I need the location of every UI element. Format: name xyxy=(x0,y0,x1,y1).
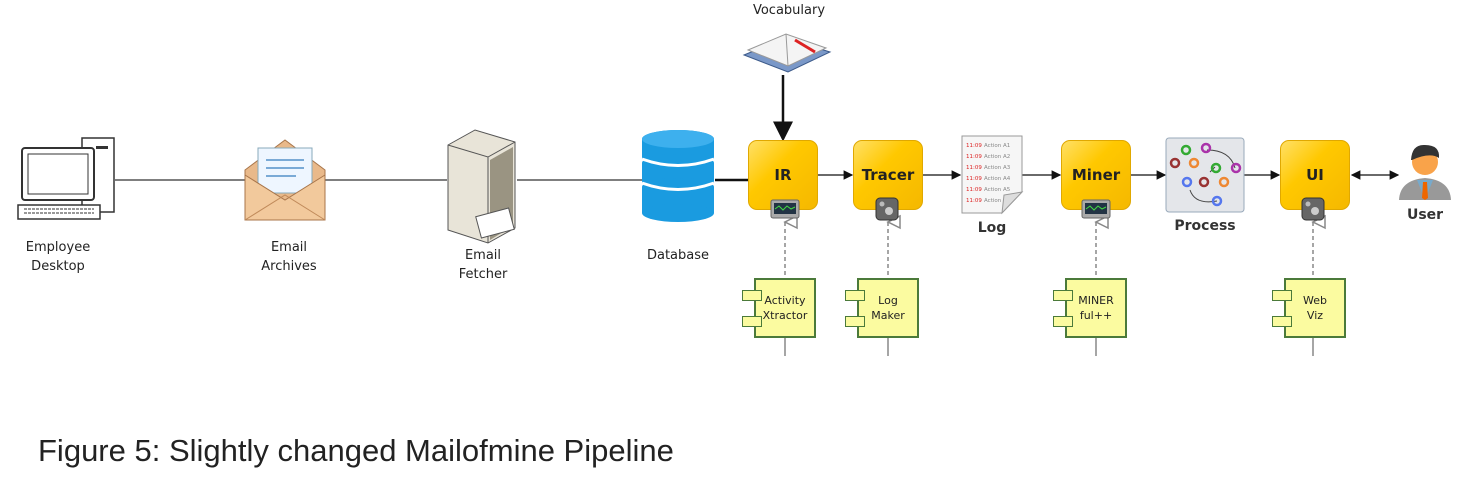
stage-ir-label: IR xyxy=(774,166,792,184)
figure-caption: Figure 5: Slightly changed Mailofmine Pi… xyxy=(38,433,674,468)
component-label: Activity Xtractor xyxy=(762,294,808,322)
desktop-computer-icon xyxy=(17,137,115,220)
log-line-time: 11:09 xyxy=(966,165,982,171)
log-line-time: 11:09 xyxy=(966,187,982,193)
log-line-text: Action A4 xyxy=(984,176,1011,182)
component-minerful: MINER ful++ xyxy=(1053,278,1127,338)
vocabulary-book-icon xyxy=(742,33,832,73)
log-line-time: 11:09 xyxy=(966,154,982,160)
realization-lines xyxy=(785,222,1313,356)
component-log-maker: Log Maker xyxy=(845,278,919,338)
log-line-time: 11:09 xyxy=(966,176,982,182)
stage-miner: Miner xyxy=(1061,140,1131,210)
connector-lines xyxy=(115,75,1400,182)
server-icon xyxy=(447,129,516,244)
stage-miner-label: Miner xyxy=(1071,166,1121,184)
component-web-viz: Web Viz xyxy=(1272,278,1346,338)
log-line-text: Action A5 xyxy=(984,187,1011,193)
log-line-text: Action A3 xyxy=(984,165,1011,171)
user-avatar-icon xyxy=(1399,144,1451,200)
log-line-time: 11:09 xyxy=(966,143,982,149)
label-email-fetcher: Email Fetcher xyxy=(458,248,508,282)
stage-ui-label: UI xyxy=(1306,166,1324,184)
stage-ir: IR xyxy=(748,140,818,210)
log-line-text: Action xyxy=(984,198,1002,204)
component-label: Web Viz xyxy=(1303,294,1327,322)
label-employee-desktop: Employee Desktop xyxy=(25,240,91,274)
label-vocabulary: Vocabulary xyxy=(752,3,826,18)
component-activity-xtractor: Activity Xtractor xyxy=(742,278,816,338)
component-label: Log Maker xyxy=(871,294,905,322)
label-user: User xyxy=(1406,207,1444,223)
log-line-text: Action A2 xyxy=(984,154,1010,160)
label-database: Database xyxy=(646,248,710,263)
label-email-archives: Email Archives xyxy=(261,240,317,274)
stage-ui: UI xyxy=(1280,140,1350,210)
email-envelope-icon xyxy=(244,139,326,221)
process-model-icon xyxy=(1165,137,1245,213)
database-icon xyxy=(641,130,715,222)
stage-tracer: Tracer xyxy=(853,140,923,210)
component-label: MINER ful++ xyxy=(1078,294,1114,322)
label-log: Log xyxy=(977,220,1007,236)
log-line-text: Action A1 xyxy=(984,143,1010,149)
stage-tracer-label: Tracer xyxy=(861,166,915,184)
log-line-time: 11:09 xyxy=(966,198,982,204)
label-process: Process xyxy=(1174,218,1236,234)
